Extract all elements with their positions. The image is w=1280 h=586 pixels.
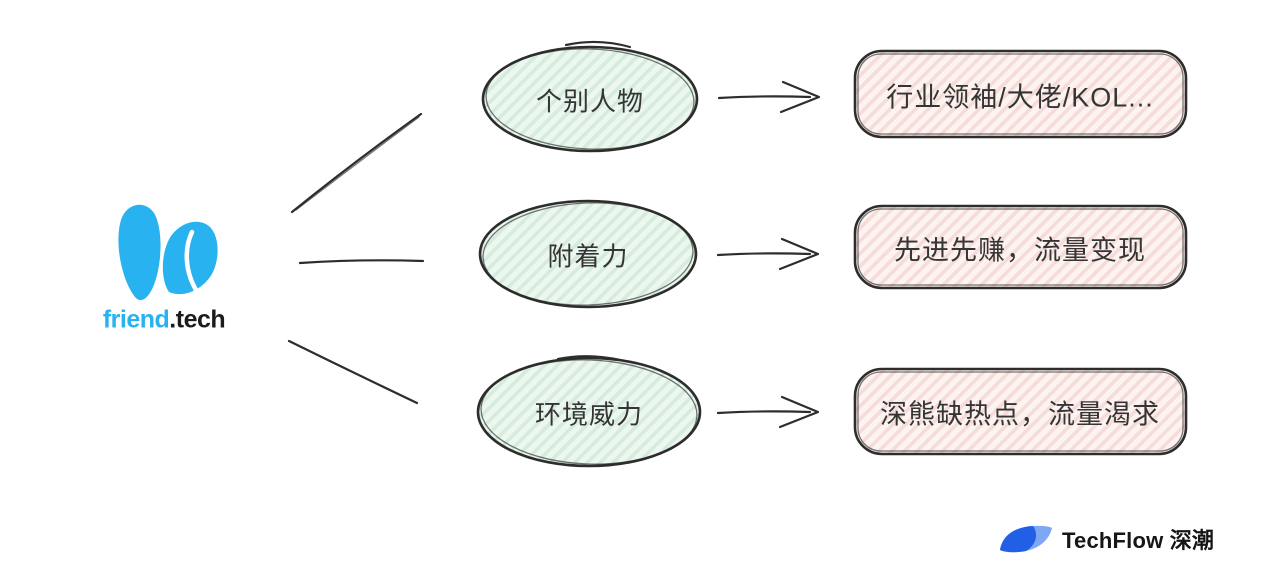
- effect-label-3: 深熊缺热点，流量渴求: [880, 399, 1160, 430]
- arrow-1: [717, 80, 821, 114]
- friend-tech-wordmark-secondary: .tech: [169, 305, 226, 334]
- techflow-logo-icon: [1000, 525, 1052, 553]
- cause-label-1: 个别人物: [535, 86, 645, 117]
- connector-line-top: [290, 112, 423, 214]
- effect-label-1: 行业领袖/大佬/KOL...: [886, 82, 1154, 113]
- friend-tech-logo-icon: [118, 204, 218, 301]
- arrow-2: [716, 237, 820, 271]
- techflow-brand-text: TechFlow 深潮: [1062, 528, 1215, 553]
- effect-node-2: [853, 204, 1188, 290]
- cause-label-2: 附着力: [547, 241, 629, 272]
- connector-line-bottom: [287, 339, 419, 405]
- cause-node-1: [481, 40, 699, 153]
- friend-tech-wordmark-primary: friend: [102, 305, 170, 334]
- effect-node-3: [853, 367, 1188, 456]
- cause-node-2: [478, 199, 698, 309]
- connector-line-middle: [298, 259, 425, 265]
- arrow-3: [716, 395, 820, 429]
- connector-lines: [287, 112, 425, 405]
- effect-node-1: [853, 49, 1188, 139]
- effect-label-2: 先进先赚，流量变现: [894, 235, 1146, 266]
- friend-tech-wordmark: friend.tech: [102, 305, 226, 335]
- cause-label-3: 环境威力: [534, 399, 644, 430]
- cause-node-3: [476, 355, 702, 468]
